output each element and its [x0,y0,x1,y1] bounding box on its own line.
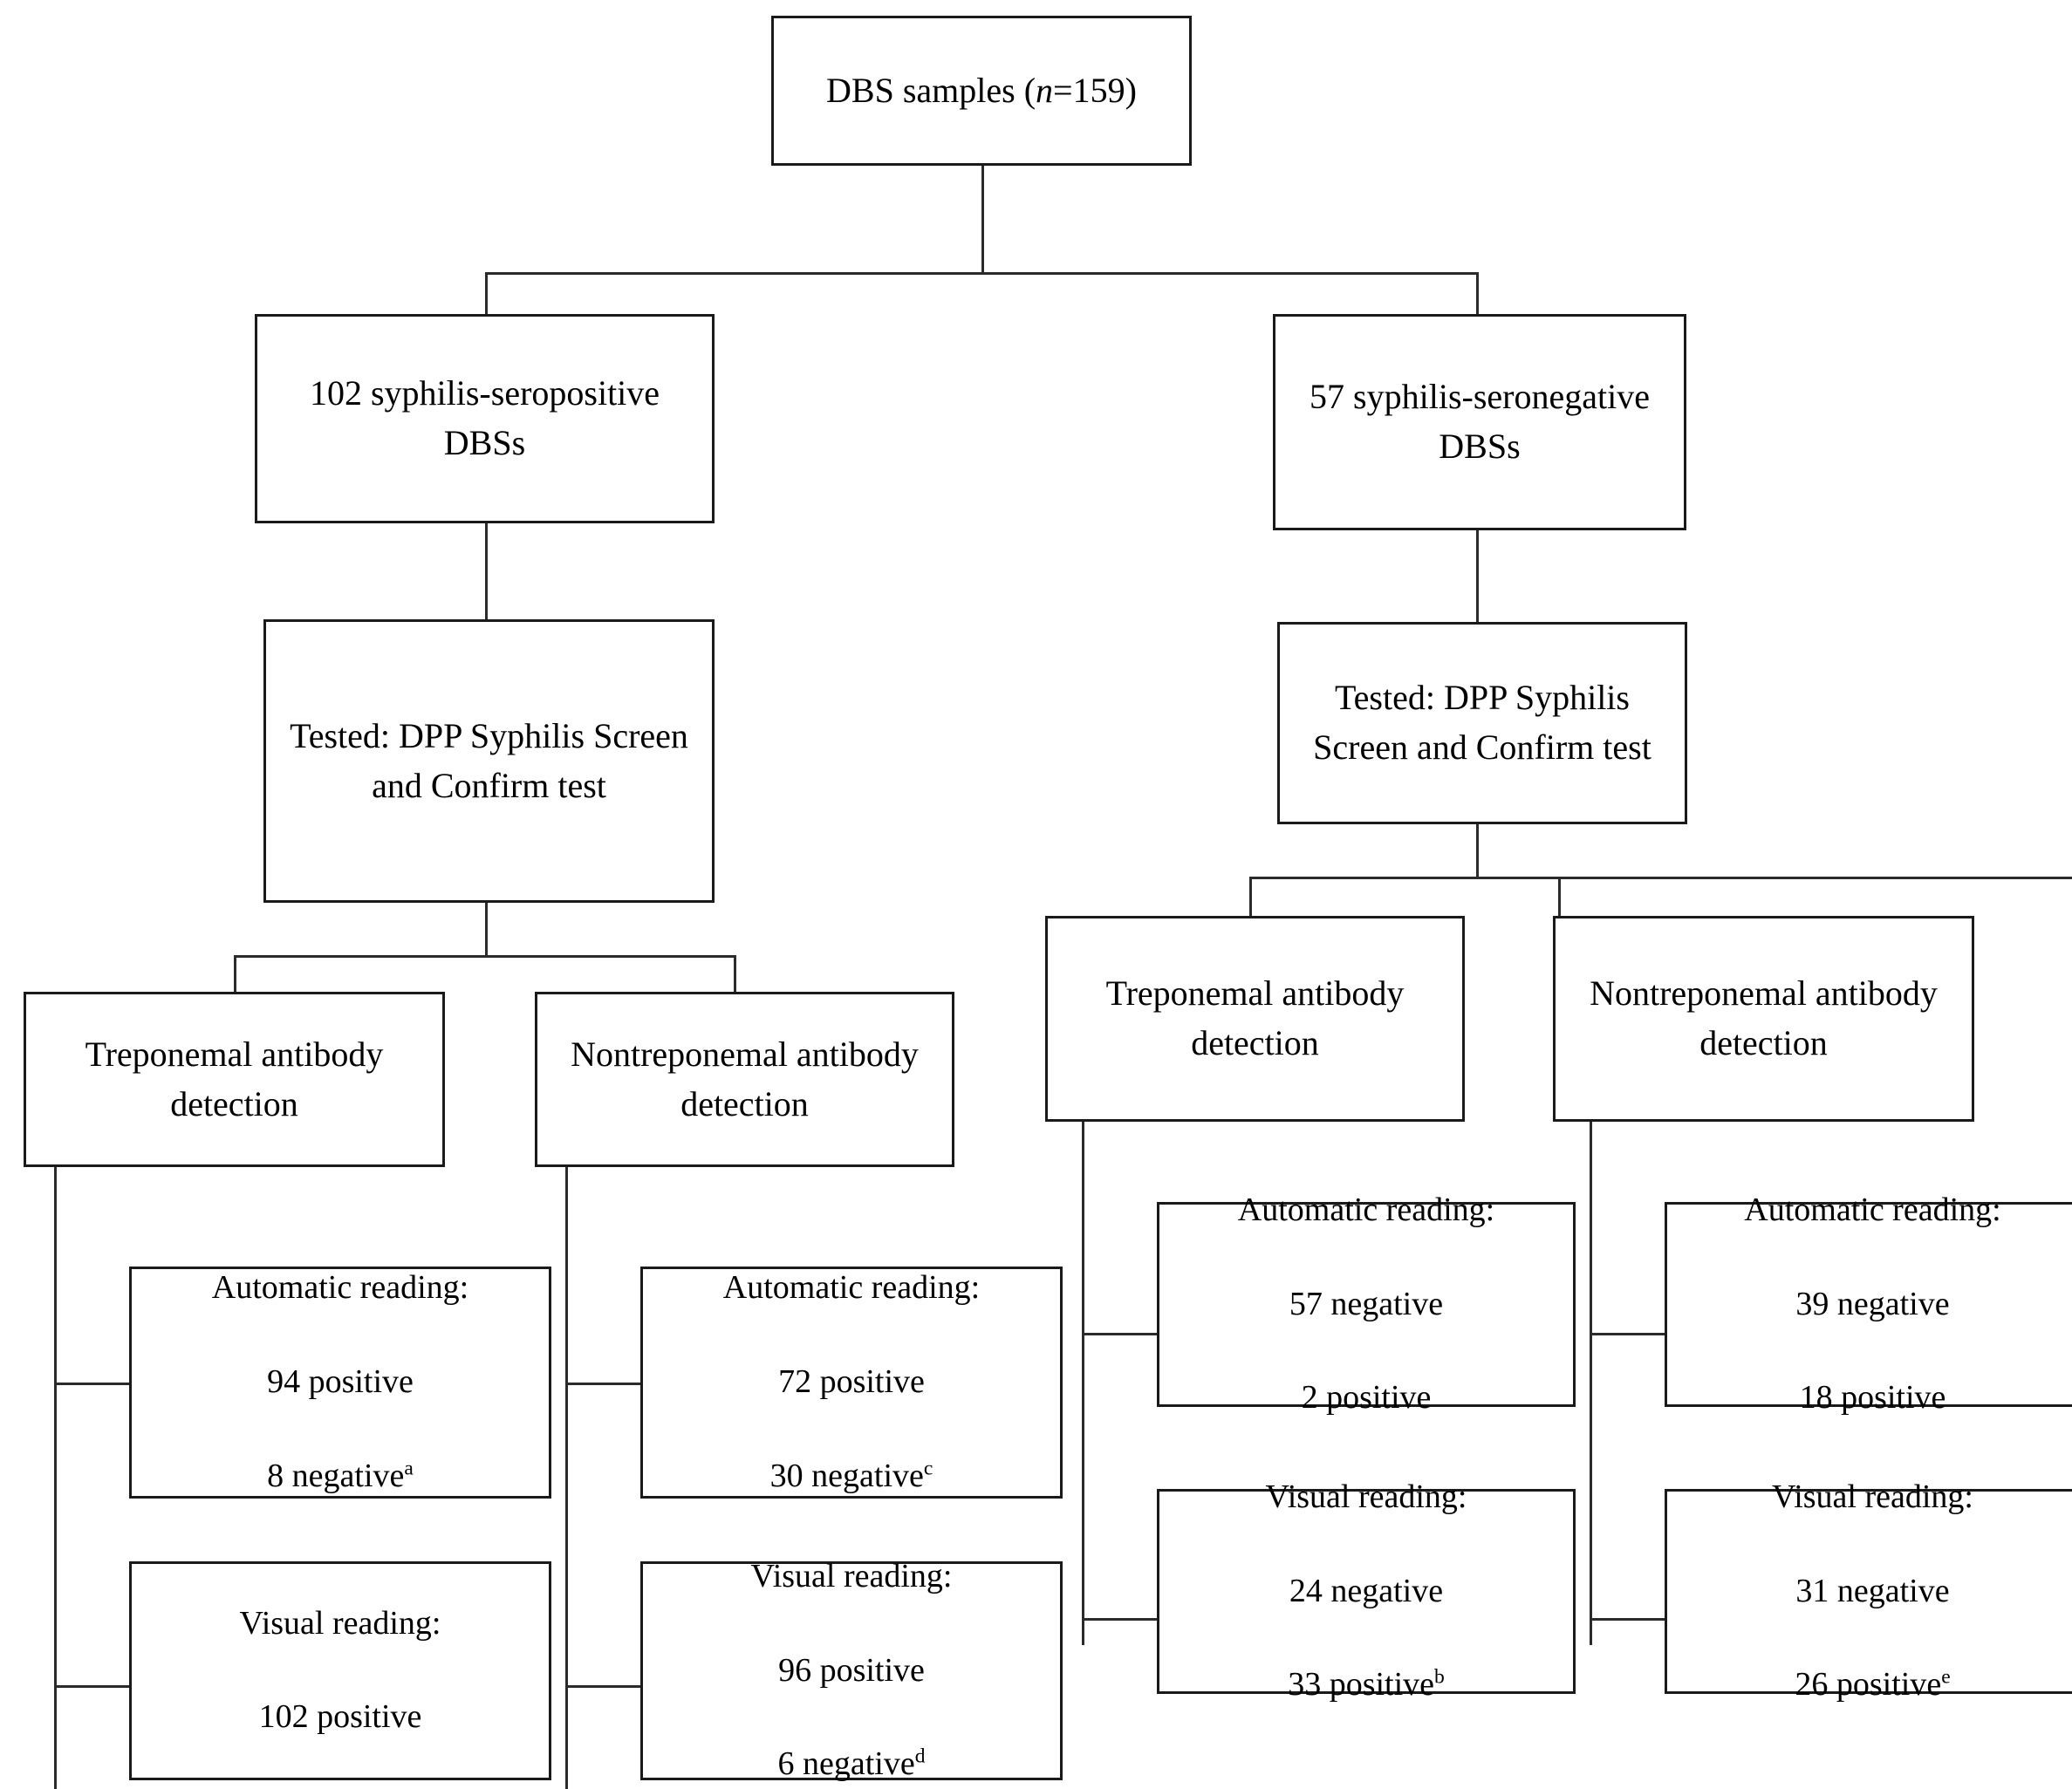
node-seropositive[interactable]: 102 syphilis-seropositive DBSs [255,314,715,523]
node-visual-trep-pos[interactable]: Visual reading: 102 positive [129,1561,551,1780]
node-auto-nontrep-pos-text: Automatic reading: 72 positive 30 negati… [643,1218,1060,1547]
node-nontreponemal-right-label: Nontreponemal antibody detection [1590,973,1938,1062]
node-seronegative[interactable]: 57 syphilis-seronegative DBSs [1273,314,1686,530]
connector-root-split [485,272,1479,275]
connector-left-arm1-drop [234,955,236,992]
reading-heading: Automatic reading: [1237,1191,1495,1228]
connector-seronegative-to-tested [1476,530,1479,622]
reading-heading: Automatic reading: [722,1269,981,1307]
footnote-marker: d [914,1745,926,1768]
node-visual-nontrep-pos-text: Visual reading: 96 positive 6 negatived [643,1506,1060,1789]
connector-l2-to-visual [565,1685,640,1688]
reading-heading: Automatic reading: [211,1269,469,1307]
node-nontreponemal-left[interactable]: Nontreponemal antibody detection [535,992,954,1167]
reading-line2: 33 positiveb [1288,1665,1445,1704]
connector-r2-to-auto [1590,1333,1665,1335]
connector-l1-spine [54,1167,57,1789]
reading-line1: 94 positive [267,1363,414,1401]
reading-line1: 39 negative [1795,1285,1950,1322]
node-dbs-samples[interactable]: DBS samples (n=159) [771,16,1192,166]
footnote-marker: e [1941,1665,1951,1689]
node-visual-trep-neg[interactable]: Visual reading: 24 negative 33 positiveb [1157,1478,1576,1703]
node-left-tested[interactable]: Tested: DPP Syphilis Screen and Confirm … [263,619,715,903]
reading-line1: 57 negative [1289,1285,1444,1322]
node-visual-trep-neg-text: Visual reading: 24 negative 33 positiveb [1159,1427,1573,1757]
connector-right-arm2-drop [1558,877,1561,916]
reading-line2: 2 positive [1301,1379,1432,1417]
reading-line1: 96 positive [778,1651,925,1689]
node-left-tested-label: Tested: DPP Syphilis Screen and Confirm … [290,715,688,805]
node-auto-nontrep-neg[interactable]: Automatic reading: 39 negative 18 positi… [1665,1192,2072,1416]
node-nontreponemal-left-label: Nontreponemal antibody detection [571,1034,919,1123]
connector-right-arm1-drop [1249,877,1252,916]
node-auto-nontrep-pos[interactable]: Automatic reading: 72 positive 30 negati… [640,1267,1063,1499]
node-auto-trep-pos[interactable]: Automatic reading: 94 positive 8 negativ… [129,1267,551,1499]
reading-line2: 18 positive [1799,1379,1946,1417]
connector-l1-to-visual [54,1685,129,1688]
footnote-marker: a [404,1457,414,1480]
connector-right-arms-split [1249,877,2072,879]
connector-r1-to-visual [1082,1618,1157,1621]
node-dbs-samples-label: DBS samples (n=159) [826,70,1137,110]
connector-l2-spine [565,1167,568,1789]
reading-heading: Automatic reading: [1744,1191,2001,1228]
node-auto-nontrep-neg-text: Automatic reading: 39 negative 18 positi… [1667,1140,2072,1470]
node-visual-trep-pos-text: Visual reading: 102 positive [132,1553,549,1789]
connector-r2-spine [1590,1122,1592,1645]
node-right-tested-label: Tested: DPP Syphilis Screen and Confirm … [1313,678,1651,767]
node-treponemal-left[interactable]: Treponemal antibody detection [24,992,445,1167]
connector-l2-to-auto [565,1383,640,1385]
italic-n: n [1036,70,1054,110]
connector-left-arms-split [234,955,736,958]
reading-line1: 31 negative [1795,1572,1950,1609]
connector-root-stem [981,165,984,274]
node-visual-nontrep-neg-text: Visual reading: 31 negative 26 positivee [1667,1427,2072,1757]
node-seronegative-label: 57 syphilis-seronegative DBSs [1310,377,1650,466]
connector-root-drop-left [485,272,488,314]
node-treponemal-right-label: Treponemal antibody detection [1105,973,1405,1062]
node-auto-trep-pos-text: Automatic reading: 94 positive 8 negativ… [132,1218,549,1547]
reading-line1: 24 negative [1289,1572,1444,1609]
reading-line2: 6 negatived [777,1745,926,1783]
node-auto-trep-neg-text: Automatic reading: 57 negative 2 positiv… [1159,1140,1573,1470]
reading-heading: Visual reading: [239,1604,441,1642]
connector-left-arm2-drop [734,955,736,992]
node-nontreponemal-right[interactable]: Nontreponemal antibody detection [1553,916,1974,1122]
connector-root-drop-right [1476,272,1479,314]
footnote-marker: b [1434,1665,1445,1689]
footnote-marker: c [923,1457,933,1480]
node-right-tested[interactable]: Tested: DPP Syphilis Screen and Confirm … [1277,622,1687,824]
node-treponemal-right[interactable]: Treponemal antibody detection [1045,916,1465,1122]
reading-heading: Visual reading: [1772,1478,1973,1515]
reading-line2: 30 negativec [769,1457,933,1494]
connector-l1-to-auto [54,1383,129,1385]
reading-line1: 102 positive [258,1698,422,1736]
connector-left-tested-stem [485,903,488,957]
reading-line1: 72 positive [778,1363,925,1401]
node-visual-nontrep-neg[interactable]: Visual reading: 31 negative 26 positivee [1665,1478,2072,1703]
connector-right-tested-stem [1476,824,1479,878]
node-visual-nontrep-pos[interactable]: Visual reading: 96 positive 6 negatived [640,1558,1063,1782]
connector-r2-to-visual [1590,1618,1665,1621]
connector-r1-spine [1082,1122,1084,1645]
connector-seropositive-to-tested [485,523,488,619]
node-treponemal-left-label: Treponemal antibody detection [85,1034,384,1123]
reading-line2: 26 positivee [1795,1665,1951,1704]
reading-heading: Visual reading: [750,1557,953,1594]
reading-line2: 8 negativea [267,1457,414,1494]
connector-r1-to-auto [1082,1333,1157,1335]
reading-heading: Visual reading: [1265,1478,1467,1515]
node-seropositive-label: 102 syphilis-seropositive DBSs [309,373,660,462]
node-auto-trep-neg[interactable]: Automatic reading: 57 negative 2 positiv… [1157,1192,1576,1416]
